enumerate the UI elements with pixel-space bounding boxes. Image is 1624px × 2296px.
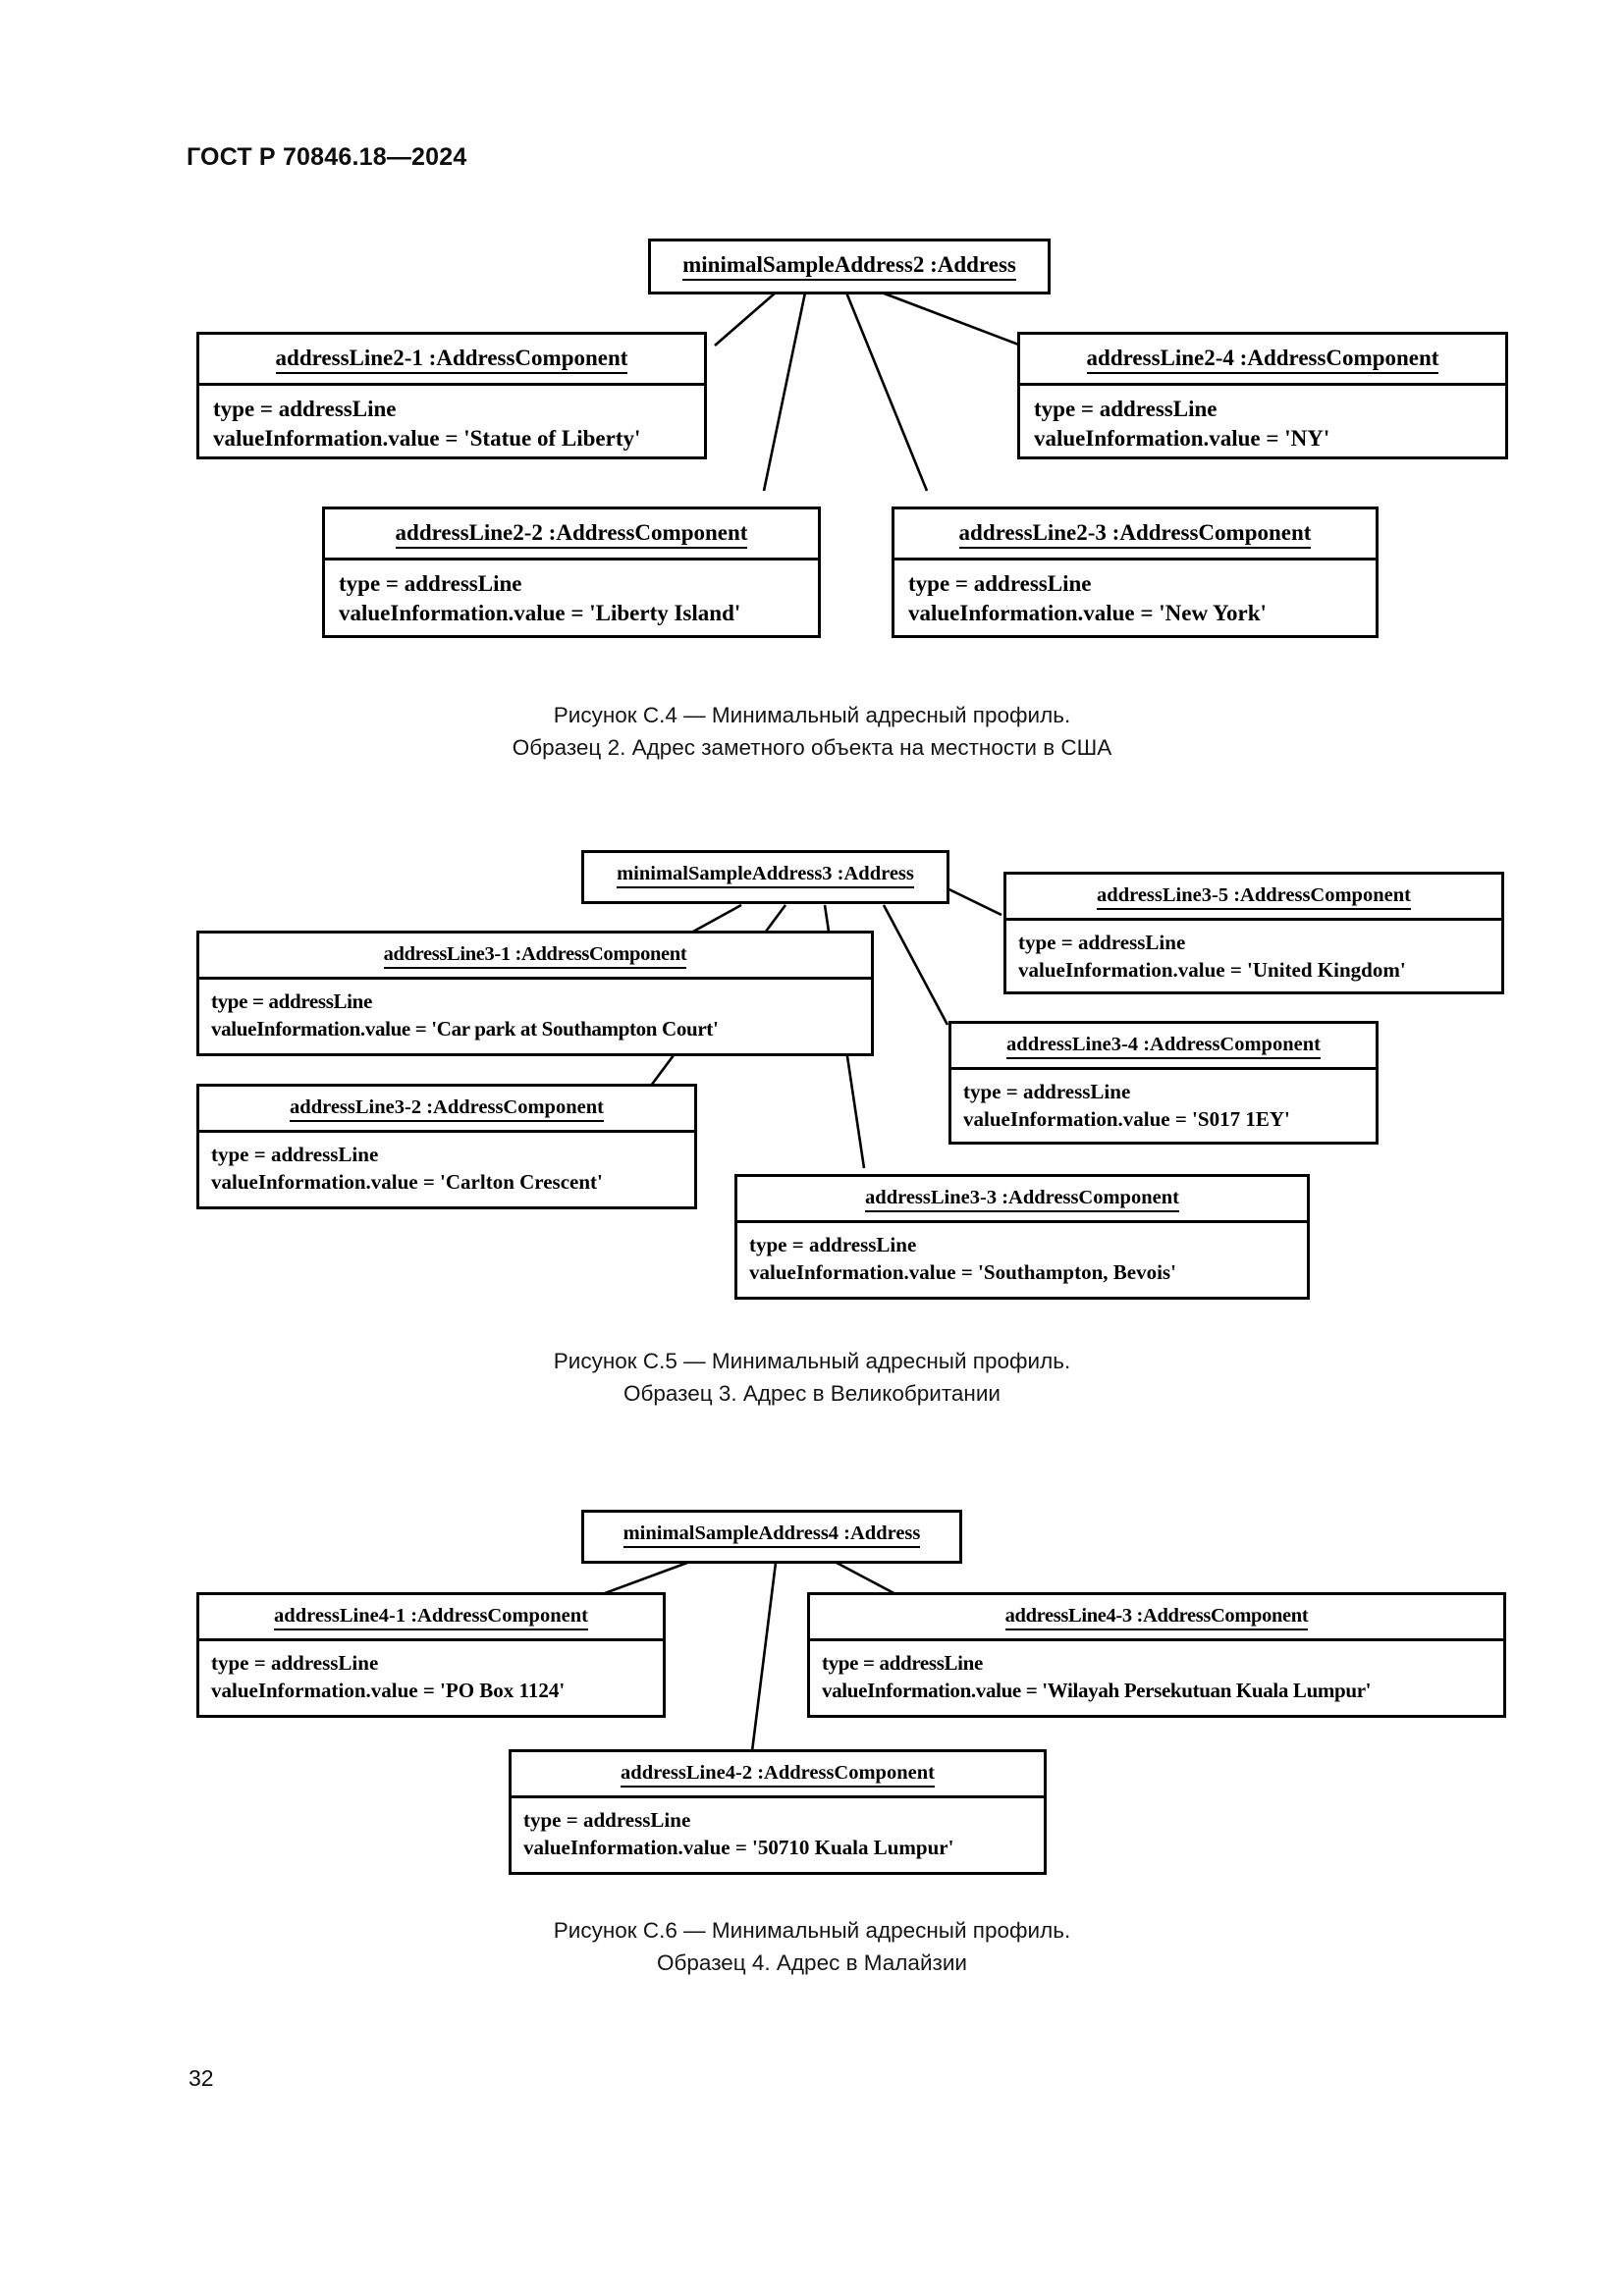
attribute-value: valueInformation.value = 'Southampton, B… — [749, 1260, 1176, 1284]
uml-box-c4-line4[interactable]: addressLine2-4 :AddressComponent type = … — [1017, 332, 1508, 459]
uml-attributes: type = addressLine valueInformation.valu… — [951, 1067, 1376, 1143]
uml-box-c5-line4[interactable]: addressLine3-4 :AddressComponent type = … — [948, 1021, 1379, 1145]
figure-caption-c6: Рисунок С.6 — Минимальный адресный профи… — [0, 1914, 1624, 1979]
uml-attributes: type = addressLine valueInformation.valu… — [512, 1795, 1044, 1871]
caption-line-1: Рисунок С.5 — Минимальный адресный профи… — [553, 1349, 1071, 1373]
uml-attributes: type = addressLine valueInformation.valu… — [1006, 918, 1501, 993]
uml-title: minimalSampleAddress2 :Address — [651, 241, 1048, 290]
uml-title: addressLine4-2 :AddressComponent — [512, 1752, 1044, 1795]
caption-line-2: Образец 3. Адрес в Великобритании — [623, 1381, 1001, 1406]
caption-line-1: Рисунок С.4 — Минимальный адресный профи… — [553, 703, 1071, 727]
uml-attributes: type = addressLine valueInformation.valu… — [199, 1130, 694, 1205]
uml-attributes: type = addressLine valueInformation.valu… — [894, 558, 1376, 639]
attribute-value: valueInformation.value = 'Car park at So… — [211, 1017, 719, 1041]
uml-attributes: type = addressLine valueInformation.valu… — [1020, 383, 1505, 464]
attribute-type: type = addressLine — [1034, 397, 1218, 421]
uml-title: addressLine3-2 :AddressComponent — [199, 1087, 694, 1130]
uml-box-c6-line2[interactable]: addressLine4-2 :AddressComponent type = … — [509, 1749, 1047, 1875]
attribute-type: type = addressLine — [1018, 931, 1186, 954]
attribute-value: valueInformation.value = 'Statue of Libe… — [213, 426, 641, 451]
attribute-type: type = addressLine — [211, 989, 372, 1013]
attribute-type: type = addressLine — [963, 1080, 1131, 1103]
uml-box-root-c4[interactable]: minimalSampleAddress2 :Address — [648, 239, 1051, 294]
attribute-value: valueInformation.value = 'United Kingdom… — [1018, 958, 1406, 982]
connector-c6-2 — [750, 1562, 778, 1752]
attribute-value: valueInformation.value = 'Liberty Island… — [339, 601, 741, 625]
attribute-type: type = addressLine — [211, 1143, 379, 1166]
uml-title: minimalSampleAddress4 :Address — [584, 1513, 959, 1556]
attribute-type: type = addressLine — [213, 397, 397, 421]
uml-box-c5-line2[interactable]: addressLine3-2 :AddressComponent type = … — [196, 1084, 697, 1209]
attribute-value: valueInformation.value = '50710 Kuala Lu… — [523, 1836, 954, 1859]
attribute-value: valueInformation.value = 'New York' — [908, 601, 1267, 625]
uml-attributes: type = addressLine valueInformation.valu… — [199, 383, 704, 464]
attribute-value: valueInformation.value = 'Wilayah Persek… — [822, 1679, 1372, 1702]
uml-box-c4-line3[interactable]: addressLine2-3 :AddressComponent type = … — [892, 507, 1379, 638]
connector-c6-3 — [836, 1561, 900, 1598]
uml-box-c4-line2[interactable]: addressLine2-2 :AddressComponent type = … — [322, 507, 821, 638]
uml-title: addressLine2-3 :AddressComponent — [894, 509, 1376, 558]
attribute-value: valueInformation.value = 'Carlton Cresce… — [211, 1170, 603, 1194]
uml-title: addressLine2-1 :AddressComponent — [199, 335, 704, 383]
figure-caption-c5: Рисунок С.5 — Минимальный адресный профи… — [0, 1345, 1624, 1410]
figure-caption-c4: Рисунок С.4 — Минимальный адресный профи… — [0, 699, 1624, 764]
attribute-type: type = addressLine — [908, 571, 1092, 596]
uml-attributes: type = addressLine valueInformation.valu… — [199, 1638, 663, 1714]
attribute-type: type = addressLine — [822, 1651, 983, 1675]
page-number: 32 — [189, 2065, 214, 2091]
uml-box-c6-line3[interactable]: addressLine4-3 :AddressComponent type = … — [807, 1592, 1506, 1718]
connector-c6-1 — [596, 1561, 688, 1598]
uml-attributes: type = addressLine valueInformation.valu… — [810, 1638, 1503, 1714]
uml-title: minimalSampleAddress3 :Address — [584, 853, 947, 896]
uml-box-c4-line1[interactable]: addressLine2-1 :AddressComponent type = … — [196, 332, 707, 459]
uml-attributes: type = addressLine valueInformation.valu… — [325, 558, 818, 639]
uml-box-c5-line1[interactable]: addressLine3-1 :AddressComponent type = … — [196, 931, 874, 1056]
uml-title: addressLine2-2 :AddressComponent — [325, 509, 818, 558]
uml-box-c6-line1[interactable]: addressLine4-1 :AddressComponent type = … — [196, 1592, 666, 1718]
attribute-value: valueInformation.value = 'S017 1EY' — [963, 1107, 1290, 1131]
uml-box-c5-line3[interactable]: addressLine3-3 :AddressComponent type = … — [734, 1174, 1310, 1300]
uml-title: addressLine3-4 :AddressComponent — [951, 1024, 1376, 1067]
uml-box-root-c5[interactable]: minimalSampleAddress3 :Address — [581, 850, 949, 904]
attribute-type: type = addressLine — [749, 1233, 917, 1256]
uml-title: addressLine3-5 :AddressComponent — [1006, 875, 1501, 918]
uml-box-root-c6[interactable]: minimalSampleAddress4 :Address — [581, 1510, 962, 1564]
uml-title: addressLine2-4 :AddressComponent — [1020, 335, 1505, 383]
uml-title: addressLine3-1 :AddressComponent — [199, 934, 871, 977]
uml-title: addressLine3-3 :AddressComponent — [737, 1177, 1307, 1220]
uml-title: addressLine4-1 :AddressComponent — [199, 1595, 663, 1638]
attribute-value: valueInformation.value = 'PO Box 1124' — [211, 1679, 566, 1702]
attribute-value: valueInformation.value = 'NY' — [1034, 426, 1330, 451]
caption-line-2: Образец 4. Адрес в Малайзии — [657, 1950, 967, 1975]
connector-c4-3 — [844, 292, 929, 492]
caption-line-2: Образец 2. Адрес заметного объекта на ме… — [512, 735, 1112, 760]
connector-c4-1 — [714, 292, 777, 347]
caption-line-1: Рисунок С.6 — Минимальный адресный профи… — [553, 1918, 1071, 1943]
uml-attributes: type = addressLine valueInformation.valu… — [199, 977, 871, 1052]
connector-c4-4 — [881, 291, 1022, 347]
document-header: ГОСТ Р 70846.18—2024 — [187, 143, 467, 171]
connector-c5-4 — [882, 904, 949, 1026]
uml-title: addressLine4-3 :AddressComponent — [810, 1595, 1503, 1638]
attribute-type: type = addressLine — [211, 1651, 379, 1675]
connector-c4-2 — [762, 292, 807, 492]
attribute-type: type = addressLine — [523, 1808, 691, 1832]
uml-box-c5-line5[interactable]: addressLine3-5 :AddressComponent type = … — [1003, 872, 1504, 994]
attribute-type: type = addressLine — [339, 571, 522, 596]
uml-attributes: type = addressLine valueInformation.valu… — [737, 1220, 1307, 1296]
